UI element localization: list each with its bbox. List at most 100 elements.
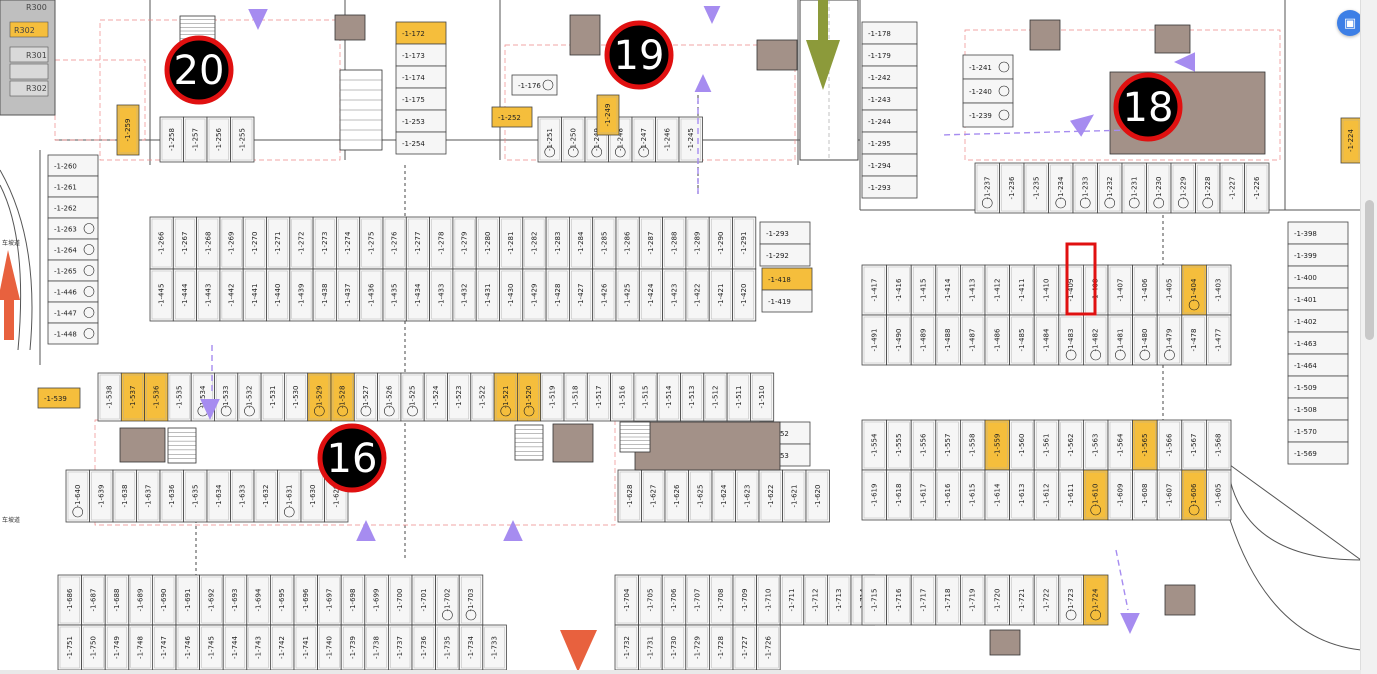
slot-label: -1-687 [89, 589, 97, 612]
slot-inner [913, 471, 935, 519]
slot-label: -1-606 [1190, 483, 1198, 506]
slot-inner [687, 270, 708, 320]
stairwell [619, 421, 651, 453]
charger-icon [1177, 197, 1189, 209]
slot-label: -1-617 [920, 484, 928, 507]
slot-inner [962, 421, 984, 469]
location-marker-16: 16 [317, 423, 387, 493]
parking-slot: -1-699 [364, 574, 389, 626]
charger-icon [500, 405, 512, 417]
parking-slot: -1-614 [984, 469, 1011, 521]
ramp-label-lower: 车坡道 [2, 516, 20, 524]
slot-label: -1-701 [420, 589, 428, 612]
slot-label: -1-726 [764, 636, 772, 659]
slot-inner [1221, 164, 1243, 212]
orange-arrow-down [560, 630, 597, 670]
slot-inner [888, 266, 910, 314]
slot-label: -1-688 [113, 589, 121, 612]
slot-label: -1-231 [1130, 177, 1138, 200]
slot-inner [524, 218, 545, 268]
parking-slot: -1-736 [411, 624, 437, 670]
slot-label: -1-432 [461, 284, 469, 307]
slot-inner [610, 118, 631, 161]
slot-label: -1-259 [124, 119, 132, 142]
slot-label: -1-260 [54, 163, 77, 171]
room-label-r301: R301 [26, 51, 47, 60]
slot-label: -1-229 [1179, 177, 1187, 200]
parking-slot: -1-697 [317, 574, 342, 626]
parking-slot: -1-623 [735, 469, 760, 523]
slot-label: -1-640 [74, 485, 82, 508]
slot-label: -1-611 [1067, 484, 1075, 507]
parking-slot: -1-251 [537, 116, 562, 163]
charger-icon [544, 146, 556, 158]
slot-label: -1-698 [349, 589, 357, 612]
parking-slot: -1-253 [395, 109, 447, 133]
parking-slot: -1-480 [1132, 314, 1158, 366]
parking-slot: -1-245 [678, 116, 703, 163]
parking-slot: -1-523 [447, 372, 472, 422]
scroll-thumb[interactable] [1365, 200, 1374, 340]
slot-inner [734, 626, 755, 669]
slot-label: -1-284 [577, 231, 585, 254]
slot-label: -1-482 [1092, 329, 1100, 352]
parking-slot: -1-689 [128, 574, 153, 626]
slot-box [482, 624, 507, 670]
parking-slot: -1-524 [423, 372, 448, 422]
slot-inner [338, 270, 358, 320]
slot-box [678, 116, 703, 163]
parking-slot: -1-568 [1206, 419, 1232, 471]
slot-label: -1-730 [670, 636, 678, 659]
parking-slot: -1-272 [289, 216, 314, 270]
slot-inner [664, 270, 685, 320]
slot-label: -1-489 [920, 329, 928, 352]
slot-label: -1-569 [1294, 450, 1317, 458]
parking-slot: -1-407 [1107, 264, 1134, 316]
slot-inner [1025, 164, 1047, 212]
charger-icon [360, 405, 372, 417]
slot-label: -1-234 [1057, 176, 1065, 199]
room-label-r302: R302 [26, 84, 47, 93]
slot-label: -1-268 [204, 232, 212, 255]
location-marker-18: 18 [1113, 72, 1183, 142]
parking-slot: -1-287 [638, 216, 663, 270]
vertical-scrollbar[interactable] [1360, 0, 1377, 674]
parking-slot: -1-489 [910, 314, 937, 366]
slot-box [984, 574, 1011, 626]
parking-slot: -1-267 [172, 216, 198, 270]
room-label-r302a: R302 [14, 26, 35, 35]
parking-slot: -1-702 [435, 574, 460, 626]
viewer-tool-button[interactable]: ▣ [1337, 10, 1363, 36]
charger-icon [442, 609, 453, 621]
parking-slot: -1-294 [861, 153, 918, 177]
slot-inner [413, 626, 434, 669]
slot-inner [680, 118, 701, 161]
slot-label: -1-734 [467, 636, 475, 659]
slot-label: -1-445 [158, 284, 166, 307]
slot-inner [1134, 471, 1156, 519]
parking-slot: -1-424 [638, 268, 663, 322]
parking-slot: -1-535 [167, 372, 192, 422]
floor-plan-background [0, 0, 1361, 651]
slot-box [1340, 117, 1361, 164]
charger-icon [407, 405, 418, 417]
parking-slot: -1-263 [47, 217, 99, 240]
slot-label: -1-727 [741, 636, 749, 659]
slot-label: -1-293 [766, 230, 789, 238]
slot-box [1083, 469, 1109, 521]
slot-inner [640, 576, 661, 624]
direction-arrows [0, 0, 1195, 670]
parking-slot: -1-229 [1170, 162, 1196, 214]
parking-slot: -1-621 [782, 469, 807, 523]
charger-icon [638, 146, 650, 158]
parking-slot: -1-611 [1058, 469, 1084, 521]
slot-label: -1-746 [184, 636, 192, 659]
arrow-path [1115, 549, 1129, 611]
slot-label: -1-266 [158, 231, 166, 254]
service-room [1029, 19, 1061, 51]
slot-label: -1-401 [1294, 296, 1317, 304]
slot-box [886, 574, 912, 626]
slot-inner [937, 471, 959, 519]
slot-label: -1-693 [231, 589, 239, 612]
slot-inner [1035, 316, 1057, 364]
